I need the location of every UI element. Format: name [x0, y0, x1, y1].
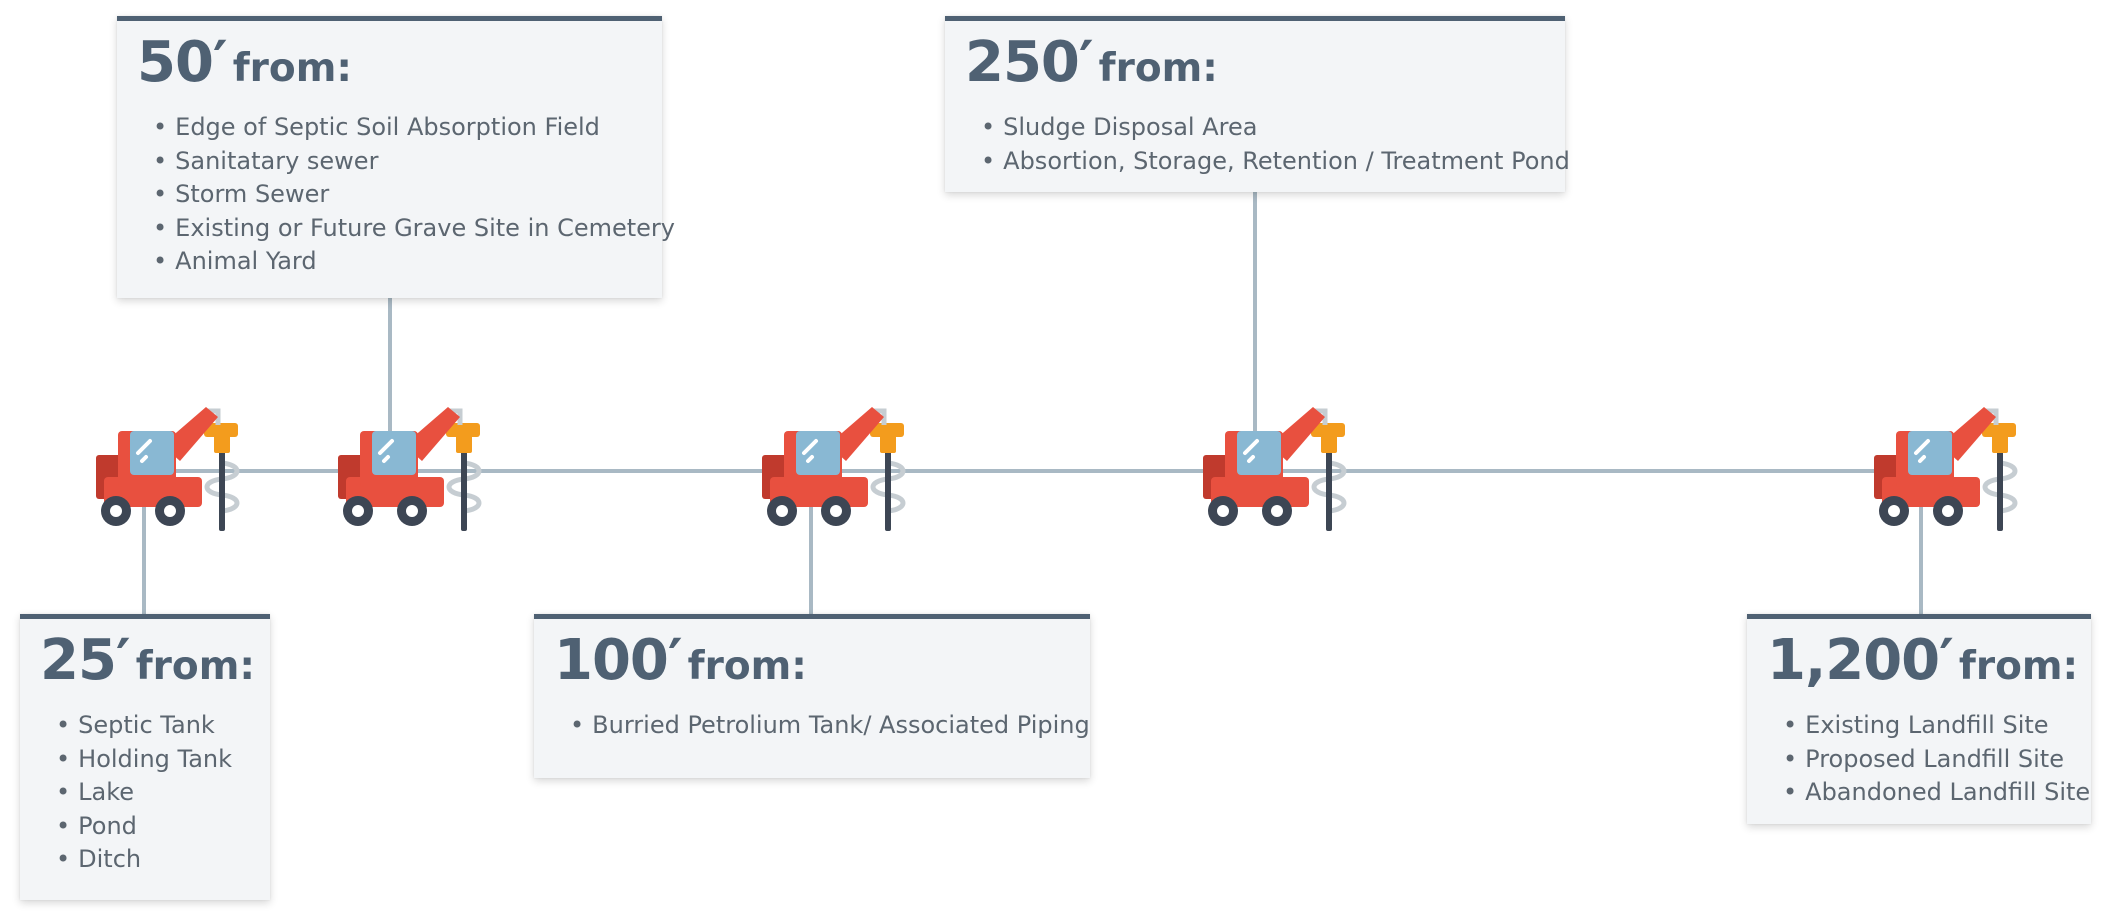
item-list: Burried Petrolium Tank/ Associated Pipin…: [554, 709, 1090, 743]
setback-card-100: 100′from: Burried Petrolium Tank/ Associ…: [534, 614, 1090, 778]
list-item: Absortion, Storage, Retention / Treatmen…: [981, 145, 1570, 179]
card-heading: 250′from:: [965, 35, 1547, 91]
drill-rig-icon: [1201, 407, 1363, 531]
connector-250: [1253, 192, 1257, 446]
card-heading: 50′from:: [137, 35, 644, 91]
from-label: from:: [135, 644, 255, 689]
list-item: Sludge Disposal Area: [981, 111, 1547, 145]
item-list: Edge of Septic Soil Absorption Field San…: [137, 111, 675, 279]
list-item: Lake: [56, 776, 252, 810]
setback-card-1200: 1,200′from: Existing Landfill Site Propo…: [1747, 614, 2091, 824]
setback-card-50: 50′from: Edge of Septic Soil Absorption …: [117, 16, 675, 298]
list-item: Sanitatary sewer: [153, 145, 644, 179]
list-item: Existing or Future Grave Site in Cemeter…: [153, 212, 675, 246]
distance-label: 50′: [137, 30, 228, 95]
connector-25: [142, 505, 146, 617]
card-heading: 100′from:: [554, 633, 1072, 689]
from-label: from:: [1958, 644, 2079, 689]
drill-rig-icon: [760, 407, 922, 531]
item-list: Sludge Disposal Area Absortion, Storage,…: [965, 111, 1570, 179]
list-item: Storm Sewer: [153, 178, 644, 212]
drill-rig-icon: [336, 407, 498, 531]
card-heading: 1,200′from:: [1767, 633, 2078, 689]
drill-rig-icon: [94, 407, 256, 531]
list-item: Animal Yard: [153, 245, 644, 279]
list-item: Proposed Landfill Site: [1783, 743, 2073, 777]
list-item: Septic Tank: [56, 709, 252, 743]
distance-label: 1,200′: [1767, 628, 1954, 693]
list-item: Edge of Septic Soil Absorption Field: [153, 111, 644, 145]
connector-50: [388, 296, 392, 446]
card-heading: 25′from:: [40, 633, 255, 689]
list-item: Existing Landfill Site: [1783, 709, 2073, 743]
distance-label: 25′: [40, 628, 131, 693]
connector-1200: [1919, 505, 1923, 617]
list-item: Pond: [56, 810, 252, 844]
distance-label: 100′: [554, 628, 683, 693]
distance-label: 250′: [965, 30, 1094, 95]
list-item: Abandoned Landfill Site: [1783, 776, 2090, 810]
list-item: Ditch: [56, 843, 252, 877]
item-list: Existing Landfill Site Proposed Landfill…: [1767, 709, 2090, 810]
from-label: from:: [232, 46, 352, 91]
connector-100: [809, 505, 813, 617]
drill-rig-icon: [1872, 407, 2034, 531]
setback-card-250: 250′from: Sludge Disposal Area Absortion…: [945, 16, 1570, 192]
setback-card-25: 25′from: Septic Tank Holding Tank Lake P…: [20, 614, 270, 900]
item-list: Septic Tank Holding Tank Lake Pond Ditch: [40, 709, 252, 877]
from-label: from:: [1098, 46, 1218, 91]
main-timeline-line: [160, 469, 1910, 473]
list-item: Holding Tank: [56, 743, 252, 777]
from-label: from:: [687, 644, 807, 689]
list-item: Burried Petrolium Tank/ Associated Pipin…: [570, 709, 1090, 743]
